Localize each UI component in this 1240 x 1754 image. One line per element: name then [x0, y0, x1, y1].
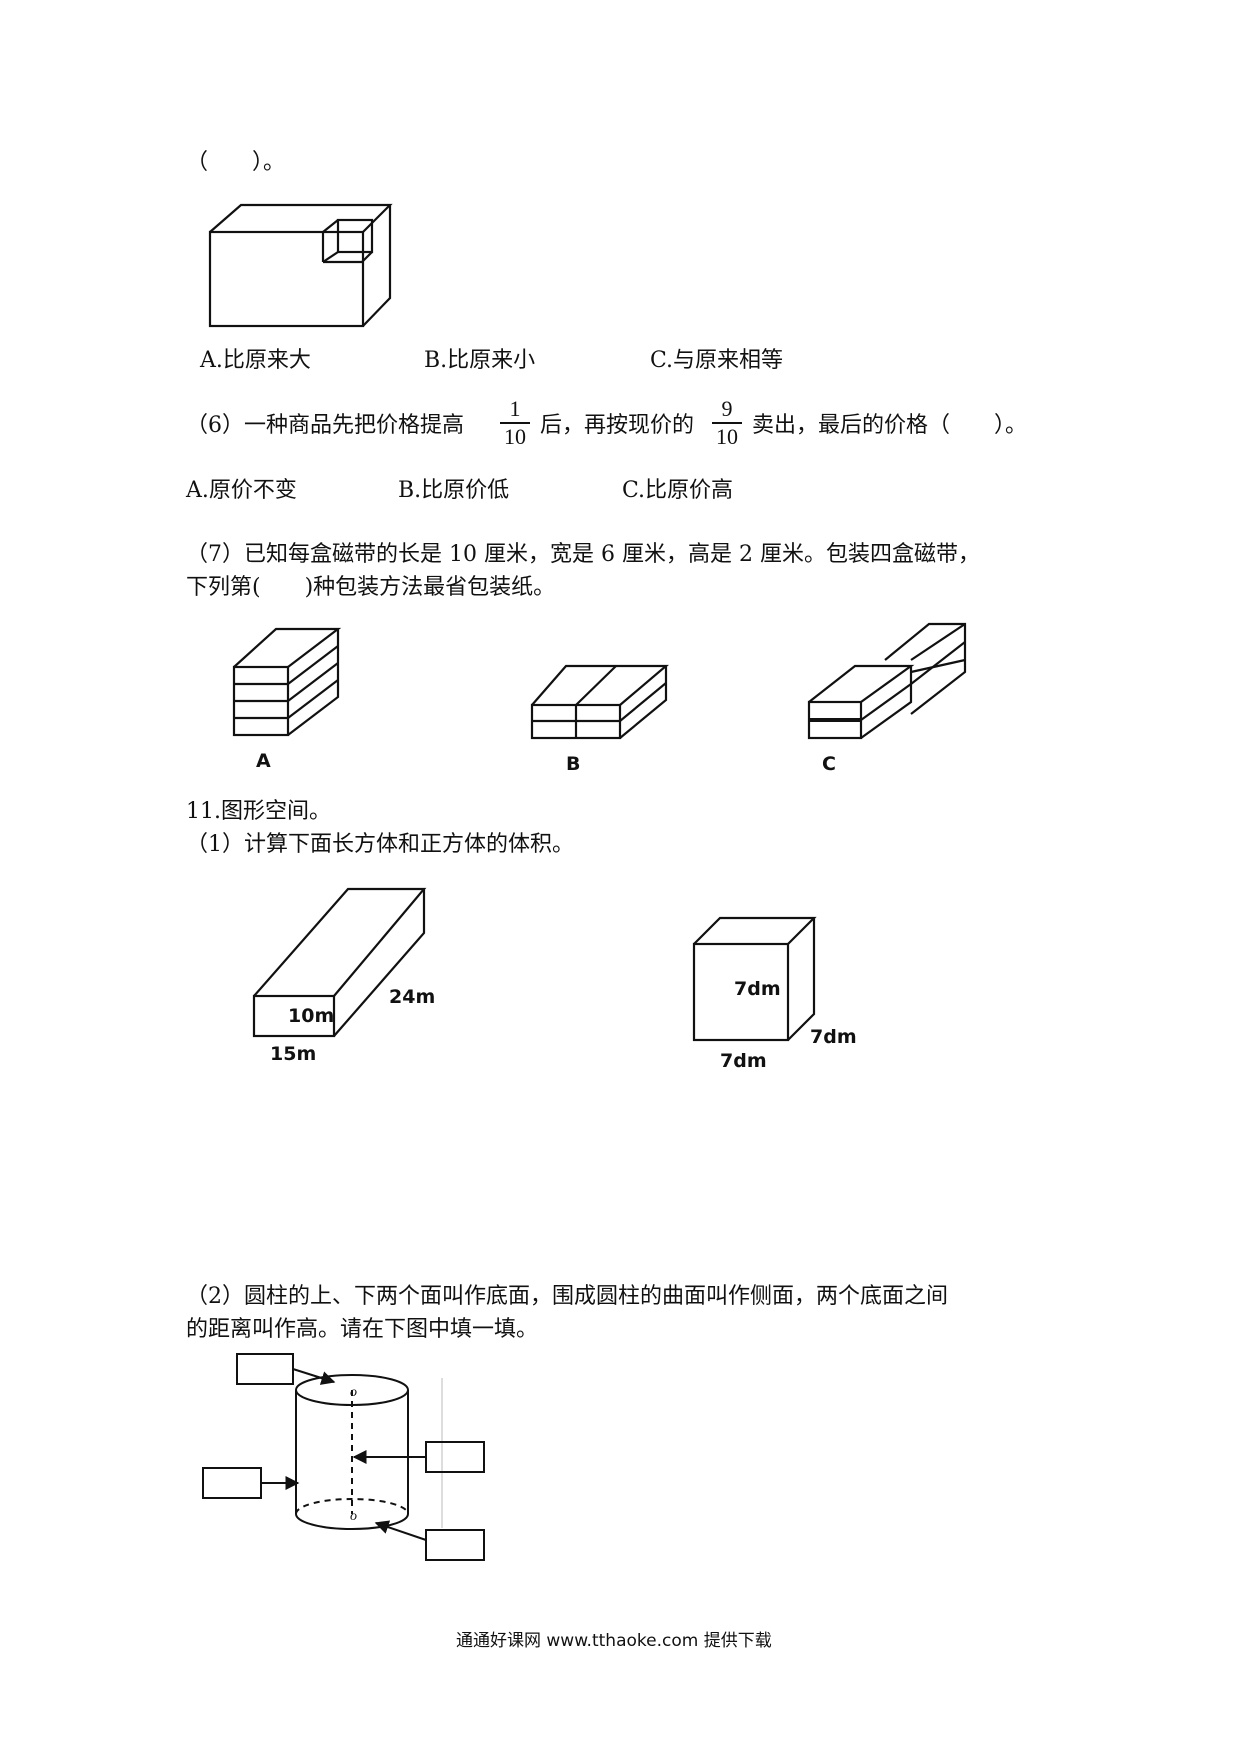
- q6-text-c: 卖出，最后的价格（ ）。: [752, 413, 1028, 438]
- q5-cuboid-figure: [208, 203, 393, 328]
- footer-source: 通通好课网 www.tthaoke.com 提供下载: [456, 1631, 772, 1651]
- q6-fraction-2: 9 10: [712, 397, 742, 449]
- q6-fraction-1-num: 1: [509, 396, 521, 421]
- cylinder-box-side: [202, 1467, 262, 1499]
- q6-fraction-1: 1 10: [500, 397, 530, 449]
- q11-sub2-line-1: （2）圆柱的上、下两个面叫作底面，围成圆柱的曲面叫作侧面，两个底面之间: [186, 1284, 948, 1309]
- q6-fraction-1-den: 10: [504, 423, 526, 449]
- cylinder-bottom-center-o: o: [350, 1509, 357, 1524]
- q7-line-1: （7）已知每盒磁带的长是 10 厘米，宽是 6 厘米，高是 2 厘米。包装四盒磁…: [186, 542, 980, 567]
- q11-cuboid-figure: [252, 887, 427, 1038]
- q6-text-b: 后，再按现价的: [540, 413, 695, 438]
- q11-sub2-line-2: 的距离叫作高。请在下图中填一填。: [186, 1317, 539, 1342]
- q6-option-b: B.比原价低: [398, 478, 510, 503]
- q11-cylinder-diagram: o o: [202, 1353, 485, 1561]
- q7-figure-b: [530, 664, 669, 740]
- q11-cuboid-length-label: 15m: [270, 1043, 317, 1065]
- q7-figure-c: [807, 622, 967, 740]
- q11-cube-width-label: 7dm: [810, 1026, 857, 1048]
- cylinder-box-bottom-base: [425, 1529, 485, 1561]
- q11-cuboid-height-label: 10m: [288, 1005, 335, 1027]
- q5-option-b: B.比原来小: [424, 348, 536, 373]
- q5-option-a: A.比原来大: [200, 348, 311, 373]
- cylinder-top-center-o: o: [350, 1385, 357, 1400]
- q6-option-c: C.比原价高: [622, 478, 734, 503]
- q11-cube-height-label: 7dm: [734, 978, 781, 1000]
- q11-title: 11.图形空间。: [186, 799, 331, 824]
- q6-option-a: A.原价不变: [186, 478, 297, 503]
- q11-cube-length-label: 7dm: [720, 1050, 767, 1072]
- q5-blank: （ ）。: [186, 150, 286, 175]
- q6-text-a: （6）一种商品先把价格提高: [186, 413, 464, 438]
- q6-fraction-2-bar: [712, 422, 742, 424]
- q11-cube-figure: [692, 916, 817, 1042]
- q6-fraction-2-num: 9: [721, 396, 733, 421]
- q7-figure-a: [232, 627, 342, 737]
- q6-fraction-1-bar: [500, 422, 530, 424]
- q11-sub1: （1）计算下面长方体和正方体的体积。: [186, 832, 574, 857]
- q5-option-c: C.与原来相等: [650, 348, 784, 373]
- q7-figure-b-label: B: [566, 753, 581, 775]
- q6-fraction-2-den: 10: [716, 423, 738, 449]
- cylinder-box-height: [425, 1441, 485, 1473]
- q7-figure-a-label: A: [256, 750, 271, 772]
- q7-figure-c-label: C: [822, 753, 836, 775]
- cylinder-box-top-base: [236, 1353, 294, 1385]
- q11-cuboid-width-label: 24m: [389, 986, 436, 1008]
- q7-line-2: 下列第( )种包装方法最省包装纸。: [186, 575, 556, 600]
